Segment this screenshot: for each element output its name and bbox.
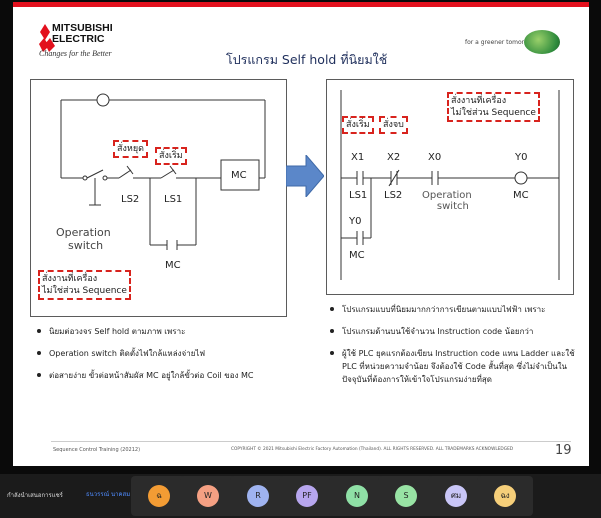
eco-globe-icon — [524, 30, 560, 54]
electrical-circuit-panel: สั่งหยุด สั่งเริ่ม LS2 LS1 MC MC Operati… — [30, 79, 287, 317]
logo-tagline: Changes for the Better — [39, 49, 112, 58]
label-mc-contact: MC — [165, 260, 181, 271]
label-x0: X0 — [428, 152, 442, 163]
left-bullet-list: นิยมต่อวงจร Self hold ตามภาพ เพราะ Opera… — [35, 325, 305, 391]
annotation-stop-left: สั่งหยุด — [113, 140, 148, 158]
participant-avatar[interactable]: ฉ — [148, 485, 170, 507]
participant-avatar[interactable]: ศม — [445, 485, 467, 507]
corner-tagline: for a greener tomorrow — [465, 39, 535, 46]
bullet-item: Operation switch ติดตั้งไฟใกล้แหล่งจ่ายไ… — [35, 347, 305, 360]
mitsubishi-logo-icon — [39, 24, 55, 52]
bullet-item: นิยมต่อวงจร Self hold ตามภาพ เพราะ — [35, 325, 305, 338]
annotation-stop-right: สั่งจบ — [379, 116, 408, 134]
label-mc-coil: MC — [513, 190, 529, 201]
label-y0-coil: Y0 — [515, 152, 528, 163]
bullet-item: ผู้ใช้ PLC ยุคแรกต้องเขียน Instruction c… — [328, 347, 578, 386]
participant-avatar[interactable]: W — [197, 485, 219, 507]
ladder-diagram — [340, 90, 560, 280]
footer-divider — [51, 441, 571, 442]
slide-top-bar — [13, 2, 589, 7]
electrical-circuit-diagram — [60, 93, 266, 250]
right-arrow-icon — [286, 155, 324, 197]
annotation-start-right: สั่งเริ่ม — [342, 116, 374, 134]
right-bullet-list: โปรแกรมแบบที่นิยมมากกว่าการเขียนตามแบบไฟ… — [328, 303, 578, 395]
presenter-name[interactable]: ธนวรรณ์ นาคสม — [86, 491, 131, 498]
label-y0-branch: Y0 — [349, 216, 362, 227]
participant-avatar[interactable]: R — [247, 485, 269, 507]
label-x2: X2 — [387, 152, 401, 163]
footer-course: Sequence Control Training (20212) — [53, 447, 141, 453]
participant-avatar[interactable]: N — [346, 485, 368, 507]
bullet-item: โปรแกรมด้านบนใช้จำนวน Instruction code น… — [328, 325, 578, 338]
bullet-item: โปรแกรมแบบที่นิยมมากกว่าการเขียนตามแบบไฟ… — [328, 303, 578, 316]
footer-copyright: COPYRIGHT © 2021 Mitsubishi Electric Fac… — [231, 447, 514, 452]
annotation-machine-command-left: สั่งงานที่เครื่องไม่ใช่ส่วน Sequence — [38, 270, 131, 300]
annotation-machine-command-right: สั่งงานที่เครื่องไม่ใช่ส่วน Sequence — [447, 92, 540, 122]
presenting-status: กำลังนำเสนอการแชร์ — [7, 492, 63, 499]
bullet-item: ต่อสายง่าย ขั้วต่อหน้าสัมผัส MC อยู่ใกล้… — [35, 369, 305, 382]
label-mc-branch: MC — [349, 250, 365, 261]
ladder-program-panel: สั่งเริ่ม สั่งจบ สั่งงานที่เครื่องไม่ใช่… — [326, 79, 574, 295]
annotation-start-left: สั่งเริ่ม — [155, 147, 187, 165]
participant-avatar[interactable]: PF — [296, 485, 318, 507]
participant-avatar[interactable]: S — [395, 485, 417, 507]
label-ls1-right: LS1 — [349, 190, 368, 201]
slide-page-number: 19 — [555, 443, 572, 458]
label-mc-box: MC — [231, 170, 247, 181]
label-ls1: LS1 — [164, 194, 183, 205]
label-x1: X1 — [351, 152, 365, 163]
participant-avatar[interactable]: ฉง — [494, 485, 516, 507]
label-ls2: LS2 — [121, 194, 140, 205]
slide-title: โปรแกรม Self hold ที่นิยมใช้ — [226, 52, 388, 67]
label-ls2-right: LS2 — [384, 190, 403, 201]
